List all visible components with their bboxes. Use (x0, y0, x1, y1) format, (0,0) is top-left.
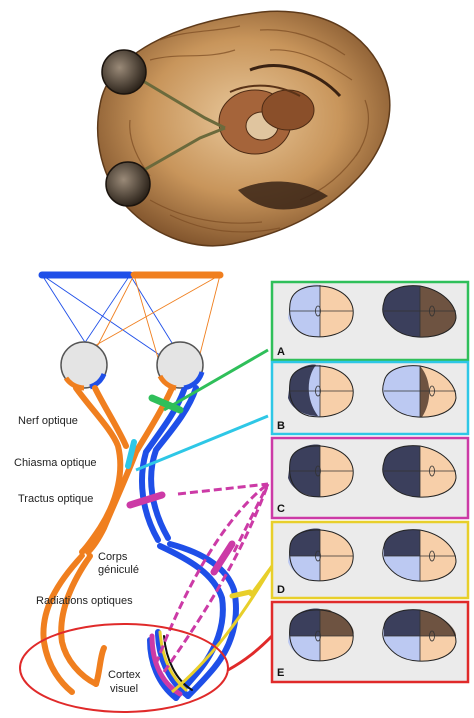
label-radiations-optiques: Radiations optiques (36, 595, 133, 607)
lesion-c-marker (130, 495, 162, 505)
panel-c: C (272, 438, 468, 518)
label-corps: Corps (98, 551, 128, 563)
label-tractus-optique: Tractus optique (18, 493, 93, 505)
panel-a: A (272, 282, 468, 360)
label-genicule: géniculé (98, 564, 139, 576)
label-chiasma-optique: Chiasma optique (14, 457, 97, 469)
panel-b-letter: B (277, 420, 285, 432)
left-eye (61, 342, 107, 388)
label-nerf-optique: Nerf optique (18, 415, 78, 427)
panel-e-letter: E (277, 667, 284, 679)
panel-d: D (272, 522, 468, 598)
panel-e: E (272, 602, 468, 682)
panel-b: B (272, 362, 468, 434)
right-eye (157, 342, 203, 388)
brain-illustration (98, 11, 390, 245)
panel-a-letter: A (277, 346, 285, 358)
label-visuel: visuel (110, 683, 138, 695)
label-cortex: Cortex (108, 669, 141, 681)
panel-d-letter: D (277, 584, 285, 596)
panel-c-letter: C (277, 503, 285, 515)
